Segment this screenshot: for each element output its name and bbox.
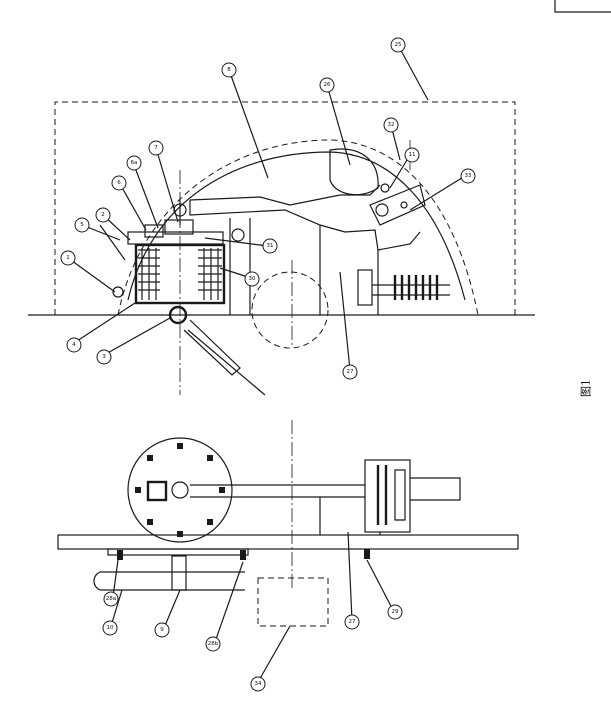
svg-text:2: 2 bbox=[101, 212, 105, 218]
upper-view bbox=[28, 101, 535, 396]
label-31: 31 bbox=[262, 238, 278, 254]
label-2: 2 bbox=[95, 207, 111, 223]
base-plate bbox=[57, 534, 519, 550]
svg-text:30: 30 bbox=[249, 276, 256, 282]
svg-text:9: 9 bbox=[160, 627, 164, 633]
coil-hatch-left bbox=[138, 248, 160, 300]
flywheel bbox=[127, 437, 233, 543]
shaft bbox=[190, 484, 365, 498]
label-1: 1 bbox=[60, 250, 76, 266]
svg-text:7: 7 bbox=[154, 145, 158, 151]
svg-text:6a: 6a bbox=[131, 160, 138, 166]
dashed-box-34 bbox=[257, 577, 329, 627]
svg-text:6: 6 bbox=[117, 180, 121, 186]
svg-text:1: 1 bbox=[66, 255, 70, 261]
svg-text:28a: 28a bbox=[106, 596, 116, 602]
spring-cap bbox=[164, 219, 194, 235]
right-clamp bbox=[357, 269, 373, 306]
lower-view bbox=[57, 420, 519, 627]
pivot-lower bbox=[375, 203, 389, 217]
svg-text:11: 11 bbox=[409, 152, 416, 158]
hinge-3 bbox=[168, 305, 188, 325]
flywheel-bolts bbox=[135, 443, 225, 537]
svg-text:33: 33 bbox=[465, 173, 472, 179]
hub-block bbox=[146, 480, 168, 502]
post-27 bbox=[319, 497, 381, 535]
svg-text:29: 29 bbox=[392, 609, 399, 615]
hub-circle bbox=[171, 481, 189, 499]
vertical-support bbox=[229, 218, 379, 315]
end-block-detail bbox=[376, 465, 461, 525]
pivot-block-9 bbox=[171, 555, 187, 591]
label-6: 6 bbox=[111, 175, 127, 191]
foot-right bbox=[240, 550, 246, 560]
label-32: 32 bbox=[383, 117, 399, 133]
svg-text:10: 10 bbox=[107, 625, 114, 631]
label-4: 4 bbox=[66, 337, 82, 353]
label-25: 25 bbox=[390, 37, 406, 53]
label-27-upper: 27 bbox=[342, 364, 358, 380]
housing-outline bbox=[54, 101, 516, 315]
label-bubbles: 25 8 26 32 11 33 7 6a 6 2 5 1 4 3 31 30 … bbox=[60, 37, 476, 692]
label-29: 29 bbox=[387, 604, 403, 620]
right-rod bbox=[372, 284, 450, 296]
label-33: 33 bbox=[460, 168, 476, 184]
label-34: 34 bbox=[250, 676, 266, 692]
svg-text:图1: 图1 bbox=[580, 379, 593, 397]
label-28b: 28b bbox=[205, 636, 221, 652]
foot-29 bbox=[364, 549, 370, 559]
label-9: 9 bbox=[154, 622, 170, 638]
pivot-bolt bbox=[400, 201, 408, 209]
label-6a: 6a bbox=[126, 155, 142, 171]
magnet-housing bbox=[134, 243, 226, 305]
right-coil bbox=[393, 275, 439, 300]
bolt-1 bbox=[112, 286, 124, 298]
label-3: 3 bbox=[96, 349, 112, 365]
foot-left bbox=[117, 550, 123, 560]
lead-line-5 bbox=[99, 224, 126, 261]
svg-text:8: 8 bbox=[227, 67, 231, 73]
svg-text:32: 32 bbox=[388, 122, 395, 128]
handle-lever bbox=[183, 319, 241, 376]
handle-10 bbox=[93, 571, 245, 591]
label-28a: 28a bbox=[103, 591, 119, 607]
label-26: 26 bbox=[319, 77, 335, 93]
handle-line bbox=[187, 329, 266, 396]
svg-text:4: 4 bbox=[72, 342, 76, 348]
label-30: 30 bbox=[244, 271, 260, 287]
label-8: 8 bbox=[221, 62, 237, 78]
base-rail bbox=[107, 548, 249, 556]
guard-arc-inner bbox=[127, 151, 466, 301]
pivot-bracket bbox=[369, 184, 426, 226]
cam-26 bbox=[329, 148, 379, 196]
lever-arm bbox=[189, 184, 421, 251]
contact-6a bbox=[144, 224, 164, 238]
leader-lines bbox=[67, 44, 466, 683]
svg-text:31: 31 bbox=[267, 243, 274, 249]
svg-text:5: 5 bbox=[80, 222, 84, 228]
svg-text:27: 27 bbox=[347, 369, 354, 375]
figure-caption: 图1 bbox=[580, 379, 593, 397]
label-27-lower: 27 bbox=[344, 614, 360, 630]
bolt-mid bbox=[231, 228, 245, 242]
rotor-circle bbox=[251, 271, 329, 349]
svg-text:3: 3 bbox=[102, 354, 106, 360]
svg-text:27: 27 bbox=[349, 619, 356, 625]
svg-text:25: 25 bbox=[395, 42, 402, 48]
label-7: 7 bbox=[148, 140, 164, 156]
coil-hatch-right bbox=[198, 248, 222, 300]
end-block bbox=[364, 459, 411, 533]
corner-mark bbox=[554, 0, 611, 13]
label-10: 10 bbox=[102, 620, 118, 636]
svg-text:26: 26 bbox=[324, 82, 331, 88]
pivot-11 bbox=[380, 183, 390, 193]
svg-text:34: 34 bbox=[255, 681, 262, 687]
label-11: 11 bbox=[404, 147, 420, 163]
svg-text:28b: 28b bbox=[208, 641, 219, 647]
label-5: 5 bbox=[74, 217, 90, 233]
